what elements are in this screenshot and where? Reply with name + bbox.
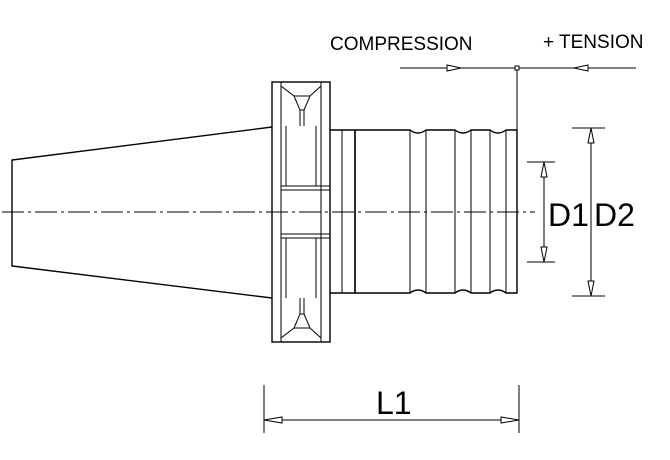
chuck-body bbox=[354, 129, 518, 294]
d2-label: D2 bbox=[594, 197, 635, 233]
tension-arrow bbox=[573, 64, 589, 72]
tension-label: + TENSION bbox=[543, 32, 643, 53]
d1-label: D1 bbox=[548, 197, 589, 233]
d1-dimension bbox=[527, 161, 555, 263]
l1-dimension bbox=[263, 385, 520, 433]
d2-dimension bbox=[572, 127, 605, 297]
compression-label: COMPRESSION bbox=[330, 34, 473, 55]
compression-arrow bbox=[446, 64, 462, 72]
float-dimension bbox=[400, 64, 636, 130]
l1-label: L1 bbox=[376, 385, 412, 421]
flange bbox=[271, 81, 331, 343]
